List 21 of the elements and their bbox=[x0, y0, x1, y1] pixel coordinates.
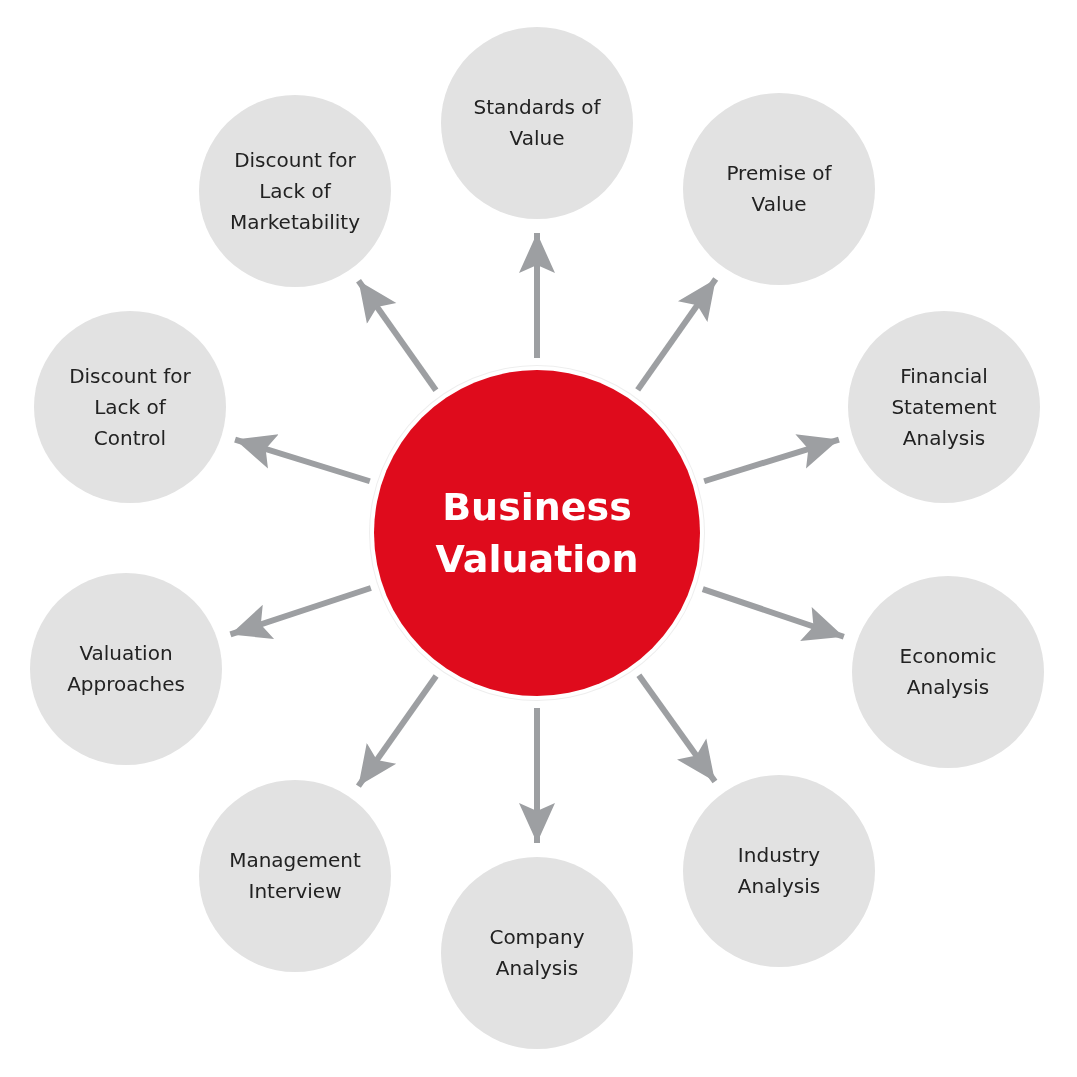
topic-label: Standards of Value bbox=[472, 94, 602, 152]
arrow bbox=[355, 674, 439, 788]
topic-label: Valuation Approaches bbox=[66, 640, 186, 698]
topic-label: Company Analysis bbox=[488, 924, 586, 982]
arrow bbox=[635, 277, 719, 392]
arrow bbox=[519, 233, 555, 358]
topic-label: Premise of Value bbox=[725, 160, 833, 218]
topic-label: Economic Analysis bbox=[898, 643, 998, 701]
arrow bbox=[703, 434, 840, 485]
arrow bbox=[519, 708, 555, 843]
arrow bbox=[701, 586, 845, 641]
arrow bbox=[229, 585, 372, 639]
topic-label: Management Interview bbox=[228, 847, 362, 905]
arrow bbox=[356, 279, 439, 392]
topic-label: Discount for Lack of Marketability bbox=[228, 146, 362, 236]
topic-label: Industry Analysis bbox=[736, 842, 822, 900]
arrow bbox=[636, 673, 718, 784]
topic-label: Financial Statement Analysis bbox=[890, 362, 998, 452]
central-title: Business Valuation bbox=[434, 484, 640, 583]
arrow bbox=[234, 434, 371, 485]
topic-label: Discount for Lack of Control bbox=[68, 362, 192, 452]
